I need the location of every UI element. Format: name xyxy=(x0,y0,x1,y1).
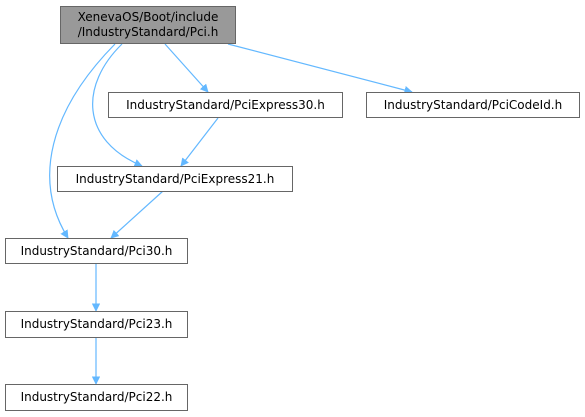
node-pci23-label: IndustryStandard/Pci23.h xyxy=(20,317,173,331)
node-root-pci-h[interactable]: XenevaOS/Boot/include /IndustryStandard/… xyxy=(60,6,236,44)
edge-root-to-pciexpress21 xyxy=(92,43,143,167)
node-root-line2: /IndustryStandard/Pci.h xyxy=(77,25,219,39)
node-pci30-label: IndustryStandard/Pci30.h xyxy=(20,243,173,258)
node-pciexpress30[interactable]: IndustryStandard/PciExpress30.h xyxy=(108,92,343,118)
edge-root-to-pci30 xyxy=(49,43,116,239)
node-pciexpress21[interactable]: IndustryStandard/PciExpress21.h xyxy=(57,166,293,192)
node-pci30[interactable]: IndustryStandard/Pci30.h xyxy=(5,238,188,264)
edge-root-to-pciexpress30 xyxy=(164,43,209,93)
node-pciexpress21-label: IndustryStandard/PciExpress21.h xyxy=(75,171,275,186)
edge-pciexpress30-to-pciexpress21 xyxy=(180,117,219,167)
node-pcicodeid[interactable]: IndustryStandard/PciCodeId.h xyxy=(366,92,580,118)
node-pci22-label: IndustryStandard/Pci22.h xyxy=(20,390,173,404)
node-pciexpress30-label: IndustryStandard/PciExpress30.h xyxy=(126,97,325,112)
node-pci22[interactable]: IndustryStandard/Pci22.h xyxy=(5,384,188,411)
node-pci23[interactable]: IndustryStandard/Pci23.h xyxy=(5,311,188,338)
edge-pciexpress21-to-pci30 xyxy=(110,190,164,239)
node-pcicodeid-label: IndustryStandard/PciCodeId.h xyxy=(383,97,563,112)
edge-root-to-pcicodeid xyxy=(227,43,413,95)
node-root-line1: XenevaOS/Boot/include xyxy=(77,10,219,24)
